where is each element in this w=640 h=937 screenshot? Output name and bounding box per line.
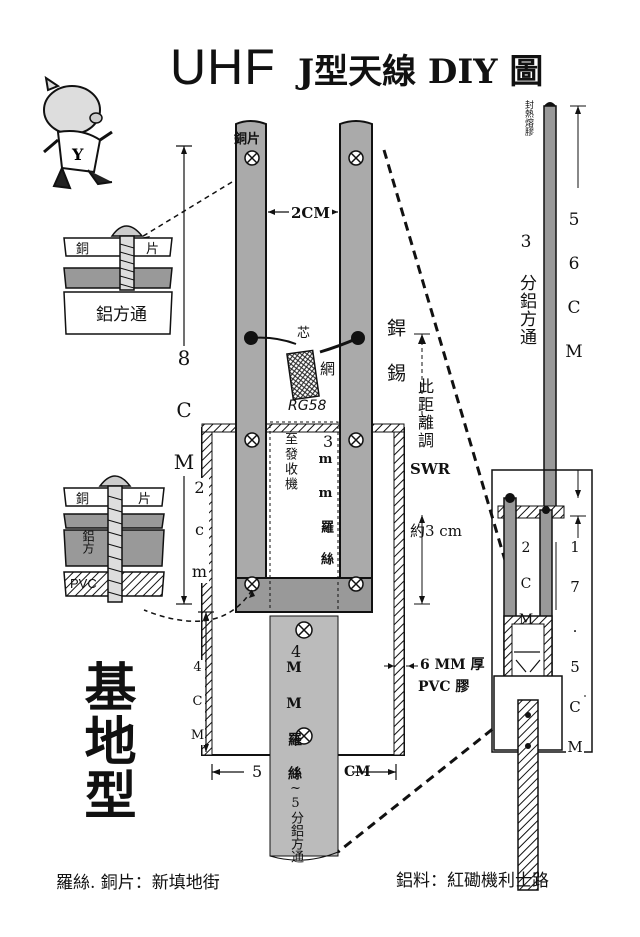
footer-left: 羅絲. 銅片：新填地街 [56, 873, 220, 893]
heat-shrink-label: 封熱熔膠 [523, 100, 533, 136]
footer-right: 鋁料：紅磡機利士路 [396, 871, 549, 891]
to-radio-label: 至發收機 [282, 432, 297, 492]
pvc-thickness-label: 6 MM 厚 [420, 657, 485, 673]
detail-pvc-screw [63, 475, 165, 603]
dim-4cm-label: 4 C M [190, 660, 205, 745]
screw-4mm-num: 4 [291, 642, 302, 661]
dim-175cm-label: 1 7 . 5 C M [566, 538, 584, 758]
rod-label: 3 分鋁方通 [516, 232, 536, 346]
dim-5cm-unit: CM [344, 764, 371, 780]
detail2-piece-label: 片 [138, 492, 152, 507]
dim-5cm-number: 5 [252, 762, 263, 781]
swr-note-label: 此距離調 [415, 378, 434, 450]
detail1-tube-label: 鋁方通 [96, 305, 147, 325]
detail-plate-screw [63, 225, 173, 335]
dim-3cm-label: 約3 cm [410, 522, 462, 540]
mesh-label: 網 [320, 360, 336, 378]
dim-2cm-label: 2 c m [190, 478, 209, 583]
base-type-label: 基地型 [75, 660, 136, 822]
solder-label: 銲 錫 [384, 318, 406, 384]
screw-icon [244, 150, 364, 592]
j-right-arm [339, 120, 373, 613]
detail2-alu-label: 鋁方 [81, 530, 95, 554]
width-2cm-label: 2CM [289, 204, 332, 222]
radiator-rod [543, 105, 557, 511]
coax-cable [286, 349, 320, 401]
screw-4mm-label: M M 羅 絲 [286, 660, 302, 782]
detail1-piece-label: 片 [146, 242, 160, 257]
core-label: 芯 [297, 326, 311, 341]
detail2-pvc-label: PVC [70, 576, 97, 591]
page-title: J型天線 DIY 圖 [298, 52, 544, 92]
screw-3mm-label: m m 羅 絲 [318, 452, 333, 567]
dim-2cm-right-label: 2 C M [518, 540, 534, 630]
detail2-copper-label: 銅 [76, 492, 90, 507]
mascot-letter: Y [71, 145, 84, 164]
title-uhf: UHF [170, 39, 276, 95]
pig-mascot: Y [43, 75, 113, 190]
square-tube-label: 4~5分鋁方通 [288, 766, 303, 863]
copper-plate-label: 銅片 [234, 132, 261, 147]
dim-8cm-label: 8 C M [172, 346, 196, 476]
j-left-arm [235, 120, 267, 613]
detail1-copper-label: 銅 [76, 242, 90, 257]
cable-label: RG58 [288, 398, 327, 414]
dim-56cm-label: 5 6 C M [564, 210, 584, 364]
pvc-glue-label: PVC 膠 [418, 679, 470, 695]
swr-label: SWR [410, 460, 451, 478]
screw-3mm-num: 3 [323, 432, 334, 451]
